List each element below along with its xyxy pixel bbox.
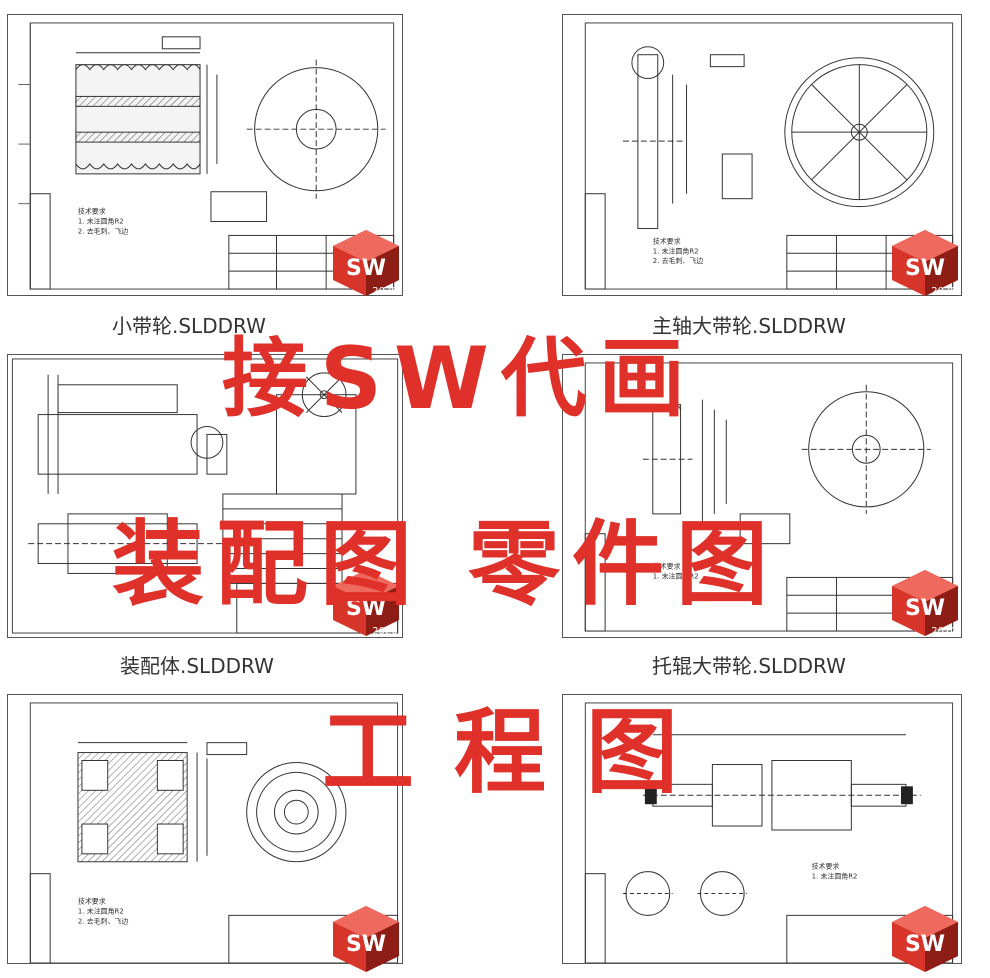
drawing-caption[interactable]: 装配体.SLDDRW <box>120 654 274 678</box>
svg-text:2. 去毛刺、飞边: 2. 去毛刺、飞边 <box>78 916 129 925</box>
solidworks-logo-icon: SW <box>890 904 960 974</box>
svg-text:1. 未注圆角R2: 1. 未注圆角R2 <box>78 906 124 915</box>
drawing-caption[interactable]: 托辊大带轮.SLDDRW <box>652 654 846 678</box>
svg-text:1. 未注圆角R2: 1. 未注圆角R2 <box>812 872 858 881</box>
overlay-subheadline: 装配图 零件图 <box>112 511 781 618</box>
svg-text:SW: SW <box>346 932 386 957</box>
overlay-headline: 接SW代画 <box>222 329 697 429</box>
svg-text:技术要求: 技术要求 <box>653 236 681 245</box>
technical-drawing-assembly <box>11 358 399 634</box>
svg-text:2020: 2020 <box>931 286 956 297</box>
svg-text:SW: SW <box>346 256 386 281</box>
solidworks-logo-icon: SW 2020 <box>331 228 401 298</box>
drawing-caption[interactable]: 小带轮.SLDDRW <box>112 314 266 338</box>
svg-text:SW: SW <box>905 932 945 957</box>
svg-text:2020: 2020 <box>372 286 397 297</box>
svg-text:2. 去毛刺、飞边: 2. 去毛刺、飞边 <box>78 226 129 235</box>
svg-text:1. 未注圆角R2: 1. 未注圆角R2 <box>653 246 699 255</box>
solidworks-logo-icon: SW 2020 <box>331 568 401 638</box>
svg-text:技术要求: 技术要求 <box>78 896 106 905</box>
solidworks-logo-icon: SW 2020 <box>890 568 960 638</box>
drawing-caption[interactable]: 主轴大带轮.SLDDRW <box>652 314 846 338</box>
svg-text:技术要求: 技术要求 <box>78 207 106 216</box>
svg-text:SW: SW <box>905 596 945 621</box>
svg-text:SW: SW <box>905 256 945 281</box>
svg-text:SW: SW <box>346 596 386 621</box>
svg-text:1. 未注圆角R2: 1. 未注圆角R2 <box>78 217 124 226</box>
svg-text:1. 未注圆角R2: 1. 未注圆角R2 <box>653 571 699 580</box>
svg-text:技术要求: 技术要求 <box>653 561 681 570</box>
svg-text:技术要求: 技术要求 <box>812 862 840 871</box>
svg-text:2. 去毛刺、飞边: 2. 去毛刺、飞边 <box>653 256 704 265</box>
svg-text:2020: 2020 <box>372 626 397 637</box>
solidworks-logo-icon: SW <box>331 904 401 974</box>
solidworks-logo-icon: SW 2020 <box>890 228 960 298</box>
svg-text:2020: 2020 <box>931 626 956 637</box>
overlay-tagline: 工程图 <box>322 699 719 806</box>
